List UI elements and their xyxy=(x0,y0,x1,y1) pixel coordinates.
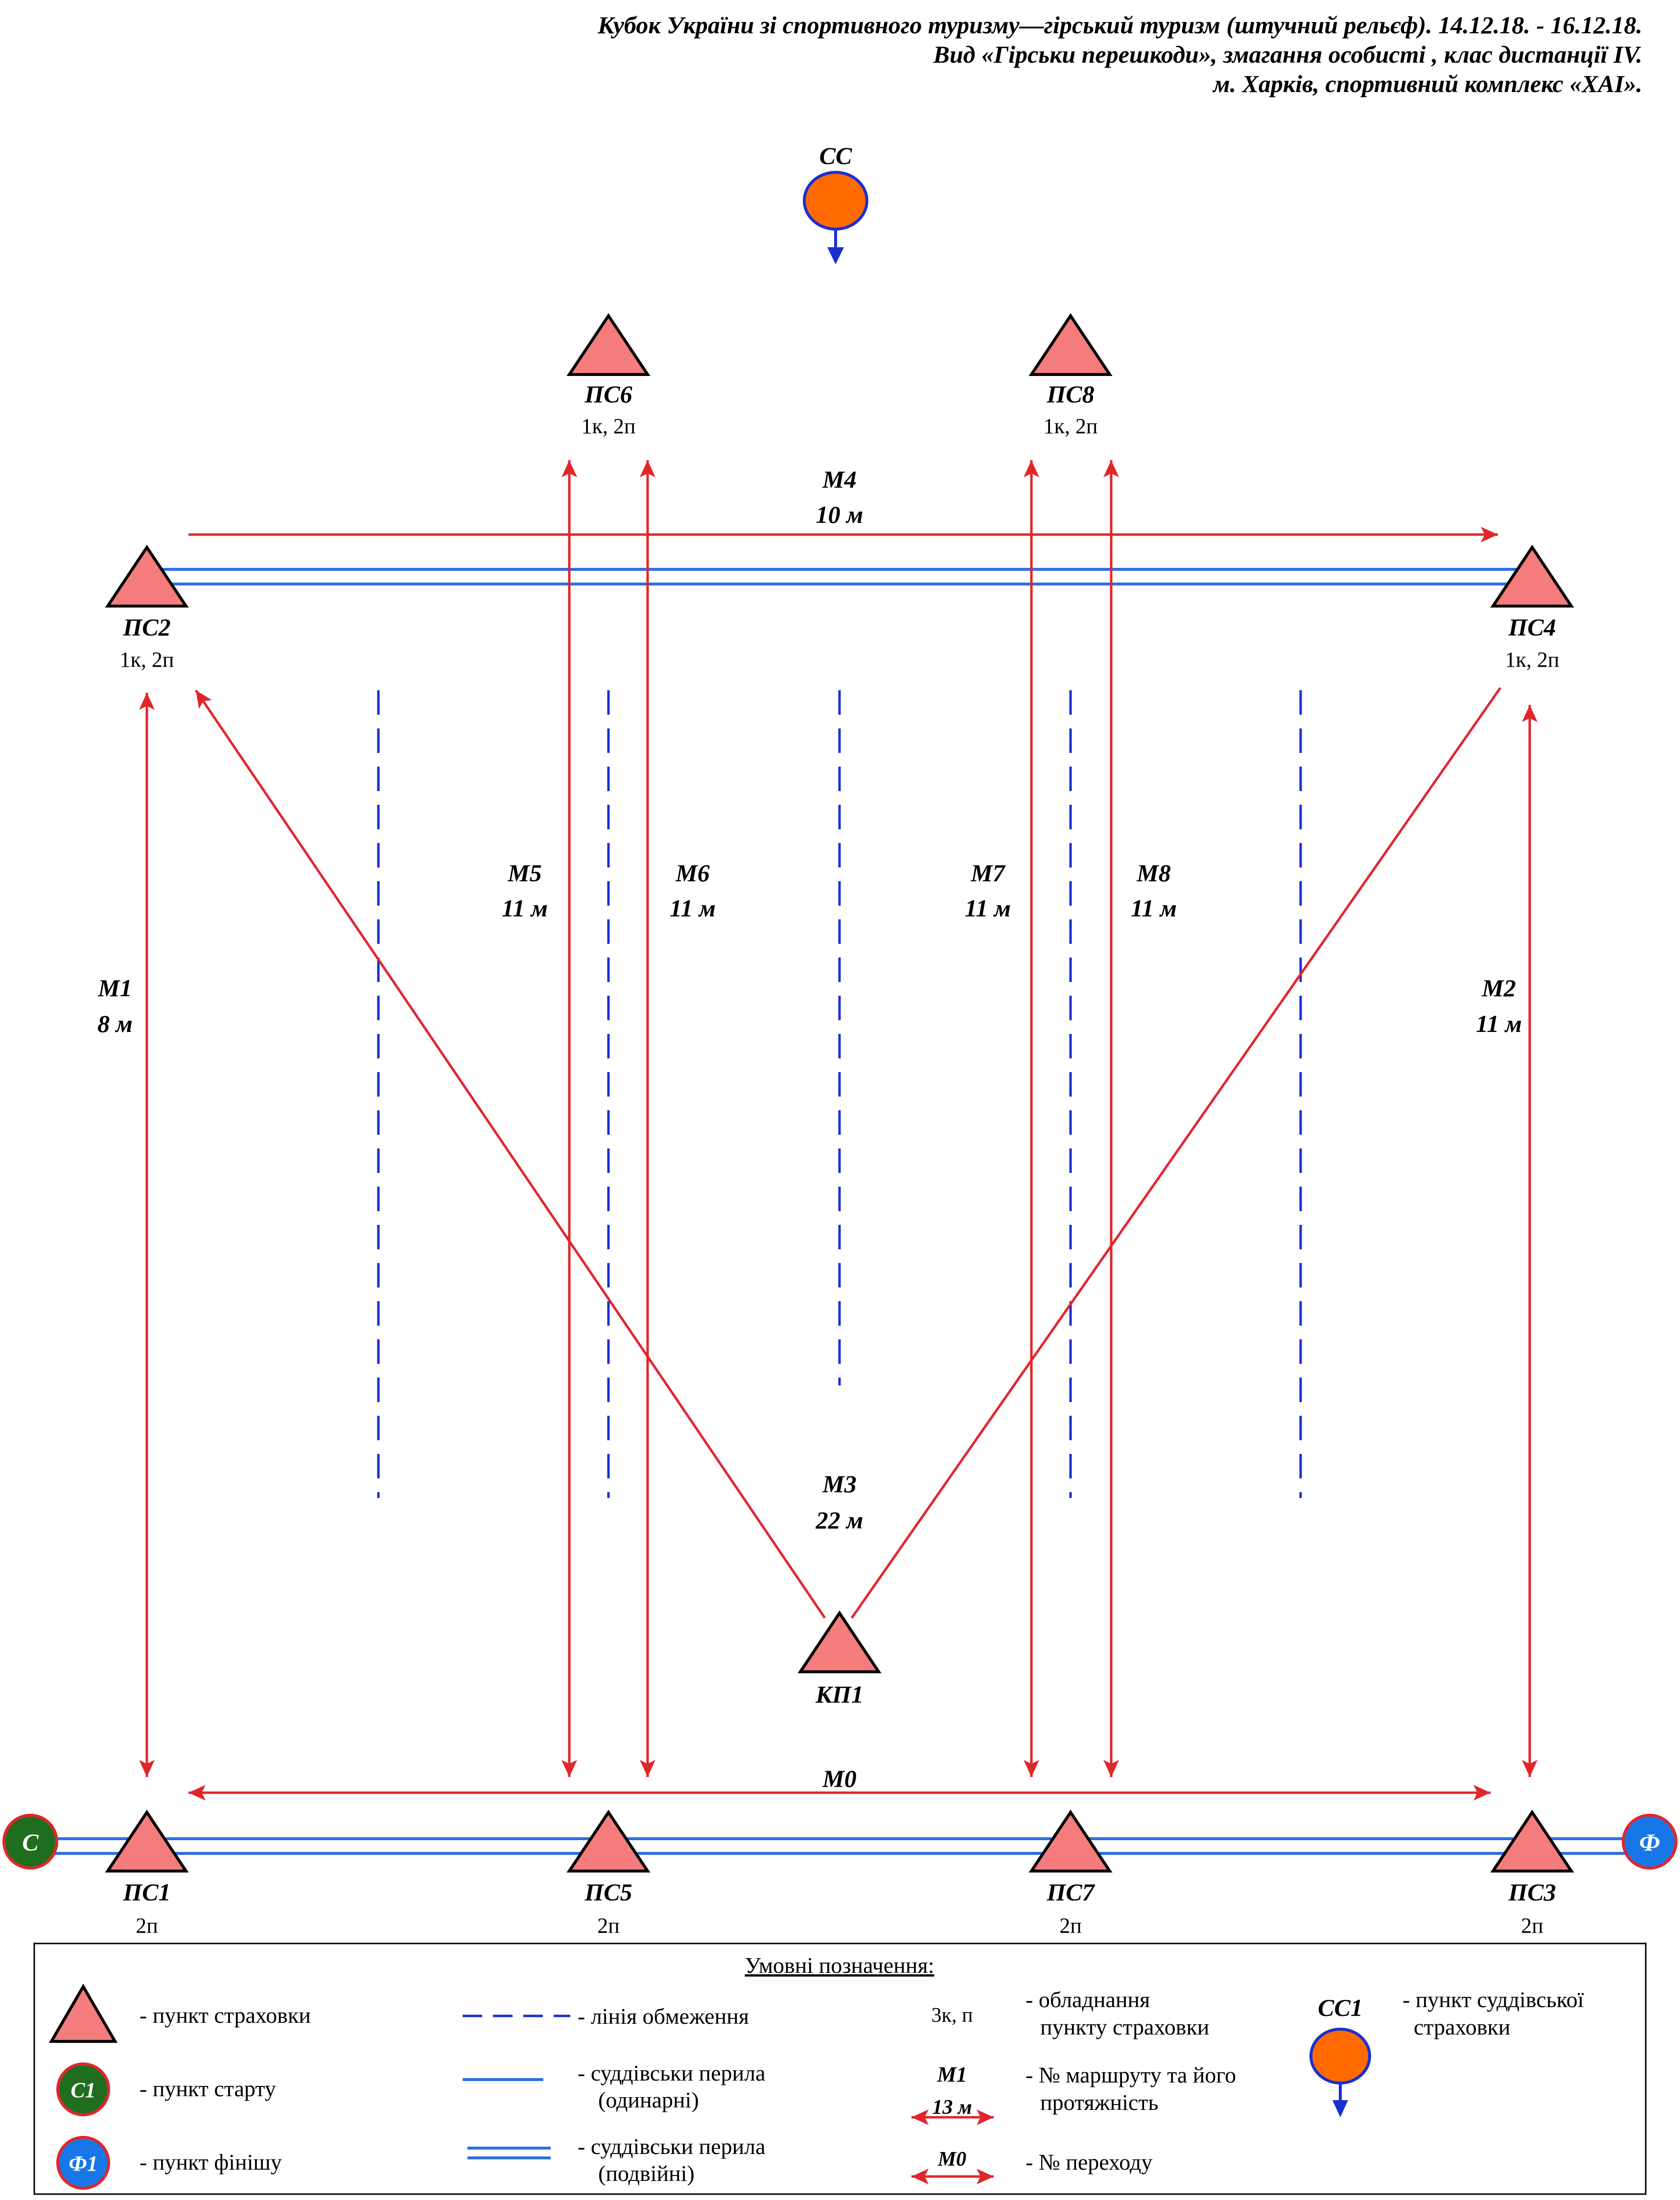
kp1-label: КП1 xyxy=(815,1681,863,1708)
legend-boundary-line-text: - лінія обмеження xyxy=(578,2004,749,2029)
legend-judge-icon xyxy=(1309,2028,1371,2084)
belay-point-ps6-icon xyxy=(566,313,651,376)
judge-point: СС xyxy=(803,142,868,264)
ps1-equipment: 2п xyxy=(136,1914,158,1938)
route-m0-name: М0 xyxy=(822,1765,856,1792)
legend-crossing-sample: М0 xyxy=(937,2148,966,2171)
ps8-label: ПС8 xyxy=(1046,380,1094,408)
route-m6-name: М6 xyxy=(675,859,709,887)
route-m1-length: 8 м xyxy=(97,1010,133,1037)
legend-start-text: - пункт старту xyxy=(140,2076,276,2101)
ps4-label: ПС4 xyxy=(1508,613,1556,641)
route-m6-length: 11 м xyxy=(670,894,716,922)
legend-start-symbol: С1 xyxy=(70,2078,95,2102)
route-m8-length: 11 м xyxy=(1131,894,1177,922)
route-m4-length: 10 м xyxy=(816,501,863,528)
legend-single-rail-text-1: - суддівськи перила xyxy=(578,2060,766,2085)
header-line-2: Вид «Гірськи перешкоди», змагання особис… xyxy=(933,41,1642,68)
judge-point-arrow-head xyxy=(827,247,844,264)
start-icon xyxy=(2,1814,58,1870)
route-m2-length: 11 м xyxy=(1476,1010,1522,1037)
legend-belay-point-text: - пункт страховки xyxy=(140,2003,311,2028)
legend-route-text-2: протяжність xyxy=(1040,2090,1158,2115)
ps5-label: ПС5 xyxy=(584,1878,632,1906)
ps7-equipment: 2п xyxy=(1059,1914,1082,1938)
route-m4-name: М4 xyxy=(822,466,856,493)
legend-route-sample-name: М1 xyxy=(936,2062,967,2086)
belay-point-ps7-icon xyxy=(1028,1809,1113,1872)
legend-equipment-text-1: - обладнання xyxy=(1026,1987,1150,2012)
finish-label: Ф xyxy=(1639,1828,1660,1856)
ps6-equipment: 1к, 2п xyxy=(582,414,636,438)
legend-judge-text-2: страховки xyxy=(1414,2014,1510,2039)
belay-point-ps3-icon xyxy=(1490,1809,1574,1872)
ps7-label: ПС7 xyxy=(1046,1878,1095,1906)
legend-title: Умовні позначення: xyxy=(745,1953,934,1978)
legend-crossing-text: - № переходу xyxy=(1026,2150,1152,2175)
ps3-label: ПС3 xyxy=(1508,1878,1556,1906)
judge-point-icon xyxy=(803,171,868,231)
route-m2-name: М2 xyxy=(1481,974,1516,1002)
header: Кубок України зі спортивного туризму—гір… xyxy=(597,11,1642,97)
legend-single-rail-text-2: (одинарні) xyxy=(598,2087,699,2112)
route-m3-line-right xyxy=(850,687,1502,1619)
belay-points xyxy=(105,313,1574,1872)
header-line-1: Кубок України зі спортивного туризму—гір… xyxy=(597,11,1642,39)
point-labels: ПС6 1к, 2п ПС8 1к, 2п ПС2 1к, 2п ПС4 1к,… xyxy=(120,380,1560,1938)
legend-start-icon xyxy=(56,2062,110,2116)
ps2-label: ПС2 xyxy=(122,613,170,641)
legend-finish-icon xyxy=(56,2136,110,2190)
ps4-equipment: 1к, 2п xyxy=(1505,648,1560,672)
belay-point-ps5-icon xyxy=(566,1809,651,1872)
ps8-equipment: 1к, 2п xyxy=(1044,414,1098,438)
judge-point-label: СС xyxy=(819,142,852,169)
finish-point: Ф xyxy=(1622,1814,1678,1870)
legend-belay-point-icon xyxy=(48,1984,118,2043)
legend-route-text-1: - № маршруту та його xyxy=(1026,2062,1236,2087)
route-m3-name: М3 xyxy=(822,1470,856,1498)
legend: Умовні позначення: - пункт страховки С1 … xyxy=(33,1943,1647,2195)
legend-judge-arrow-head xyxy=(1332,2100,1348,2117)
route-labels: М4 10 м М1 8 м М2 11 м М5 11 м М6 11 м М… xyxy=(97,466,1522,1792)
legend-route-sample-length: 13 м xyxy=(932,2096,972,2119)
ps3-equipment: 2п xyxy=(1521,1914,1543,1938)
start-point: С xyxy=(2,1814,58,1870)
legend-finish-text: - пункт фінішу xyxy=(140,2150,282,2175)
legend-judge-symbol: СС1 xyxy=(1318,1994,1363,2021)
legend-frame xyxy=(33,1943,1647,2195)
legend-finish-symbol: Ф1 xyxy=(69,2152,97,2176)
belay-point-ps8-icon xyxy=(1028,313,1113,376)
belay-point-ps1-icon xyxy=(105,1809,189,1872)
route-m5-name: М5 xyxy=(507,859,541,887)
finish-icon xyxy=(1622,1814,1678,1870)
route-m3-length: 22 м xyxy=(816,1506,863,1534)
route-m7-length: 11 м xyxy=(965,894,1011,922)
route-m3-arrow-left xyxy=(194,689,826,1619)
judge-rails xyxy=(54,568,1626,1855)
ps2-equipment: 1к, 2п xyxy=(120,648,174,672)
route-m7-name: М7 xyxy=(970,859,1005,887)
legend-judge-text-1: - пункт суддівської xyxy=(1402,1987,1584,2012)
boundary-lines xyxy=(377,690,1302,1498)
route-m1-name: М1 xyxy=(97,974,132,1002)
header-line-3: м. Харків, спортивний комплекс «ХАІ». xyxy=(1212,70,1642,97)
route-m5-length: 11 м xyxy=(502,894,548,922)
legend-double-rail-text-2: (подвійні) xyxy=(598,2161,695,2186)
belay-point-ps4-icon xyxy=(1490,544,1574,608)
ps5-equipment: 2п xyxy=(597,1914,620,1938)
legend-equipment-text-2: пункту страховки xyxy=(1040,2014,1209,2039)
legend-double-rail-text-1: - суддівськи перила xyxy=(578,2134,766,2159)
belay-point-ps2-icon xyxy=(105,544,189,608)
belay-point-kp1-icon xyxy=(797,1610,882,1673)
start-label: С xyxy=(22,1828,39,1856)
routes xyxy=(139,460,1538,1801)
legend-equipment-sample: 3к, п xyxy=(932,2004,973,2027)
ps1-label: ПС1 xyxy=(122,1878,170,1906)
ps6-label: ПС6 xyxy=(584,380,632,408)
route-m8-name: М8 xyxy=(1136,859,1170,887)
